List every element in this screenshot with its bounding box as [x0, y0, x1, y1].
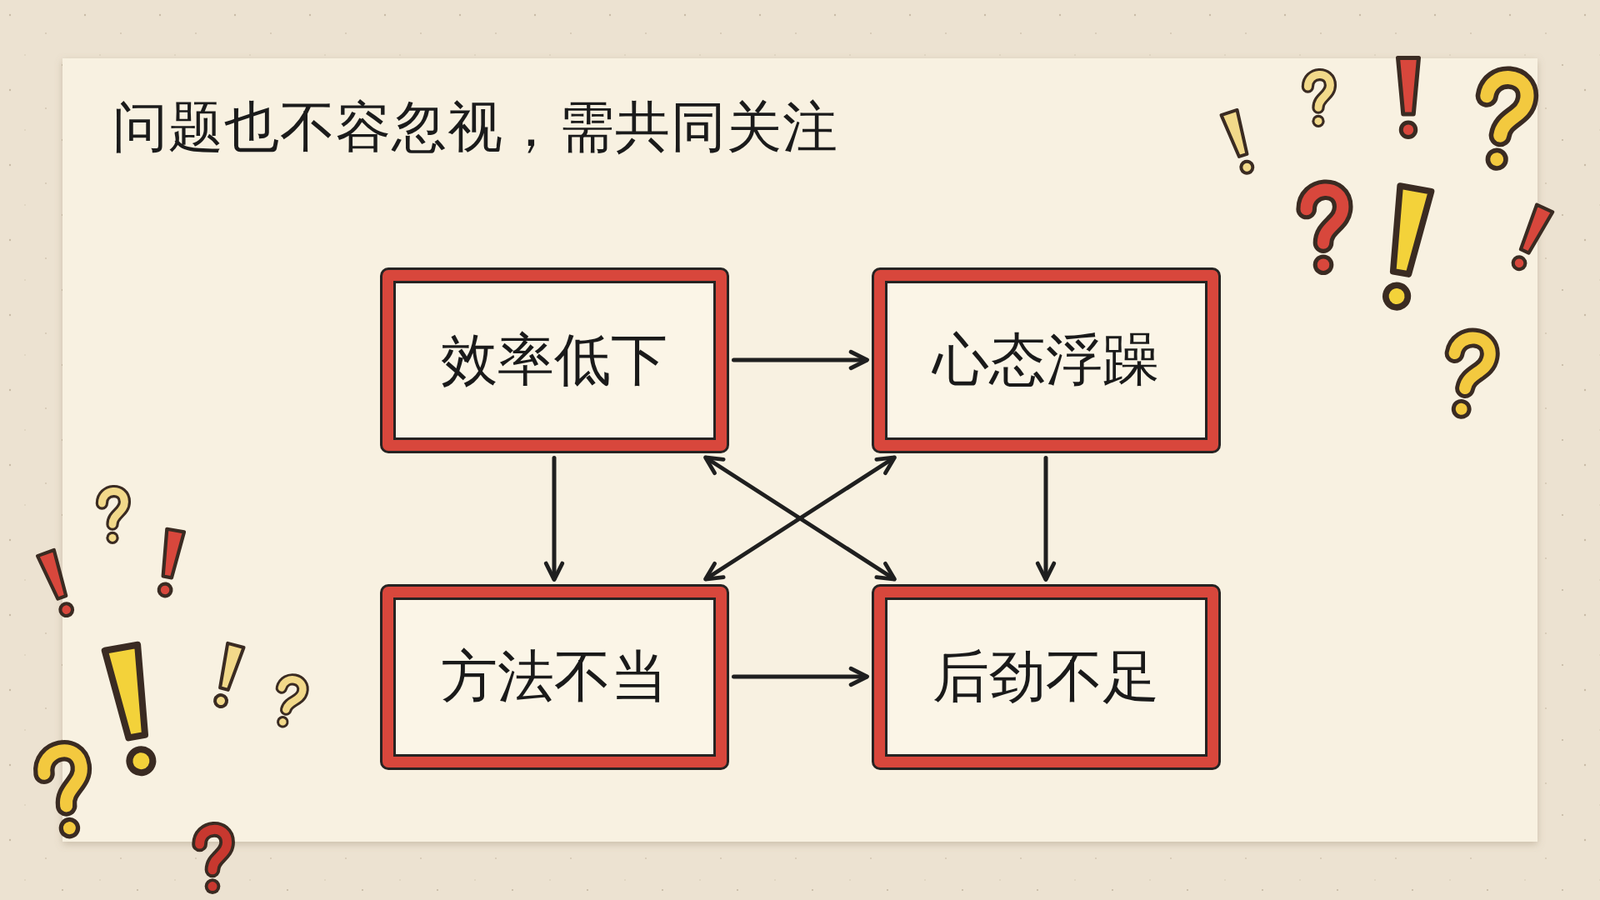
arrow-connector	[705, 458, 894, 580]
exclaim-mark	[105, 645, 160, 776]
problem-box: 效率低下	[382, 270, 727, 451]
exclaim-mark	[211, 643, 245, 710]
exclaim-mark	[1398, 58, 1420, 138]
arrow-connector	[552, 458, 557, 580]
problem-box: 心态浮躁	[874, 270, 1219, 451]
arrow-connector	[734, 675, 867, 680]
box-label: 心态浮躁	[932, 322, 1160, 399]
arrow-connector	[734, 358, 867, 363]
slide-title: 问题也不容忽视，需共同关注	[112, 90, 839, 165]
exclaim-mark	[1379, 185, 1431, 310]
exclaim-mark	[155, 529, 185, 598]
question-mark	[1307, 75, 1330, 128]
box-label: 效率低下	[440, 322, 668, 399]
exclaim-mark	[1508, 205, 1553, 273]
exclaim-mark	[37, 550, 77, 619]
box-label: 方法不当	[440, 639, 668, 715]
question-mark	[1306, 190, 1344, 275]
question-mark	[1443, 335, 1493, 423]
question-mark	[1476, 75, 1530, 174]
box-label: 后劲不足	[932, 639, 1160, 715]
exclaim-mark	[1221, 110, 1258, 175]
question-mark	[200, 829, 228, 895]
question-mark	[41, 748, 91, 841]
question-mark	[101, 491, 125, 545]
arrow-connector	[705, 458, 894, 580]
paper-card	[62, 58, 1538, 842]
problem-box: 后劲不足	[874, 586, 1219, 768]
arrow-connector	[1044, 458, 1049, 580]
question-mark	[271, 676, 305, 731]
problem-box: 方法不当	[382, 586, 727, 768]
